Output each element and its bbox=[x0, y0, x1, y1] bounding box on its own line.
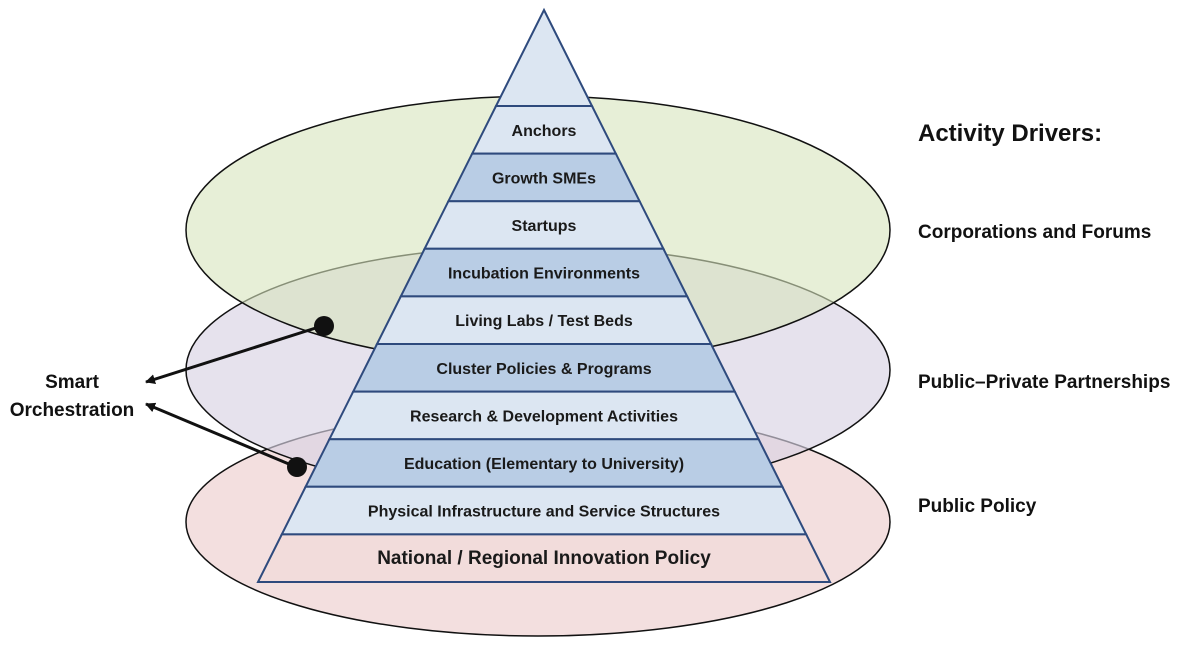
pyramid-level-label: Anchors bbox=[512, 123, 577, 140]
pyramid-level-label: Research & Development Activities bbox=[410, 408, 678, 425]
pyramid-level-label: Living Labs / Test Beds bbox=[455, 313, 633, 330]
pyramid-level-label: Startups bbox=[512, 218, 577, 235]
pyramid-level-label: Incubation Environments bbox=[448, 266, 640, 283]
pyramid-level-band bbox=[256, 533, 832, 583]
pyramid bbox=[256, 7, 832, 583]
driver-public-private-partnerships: Public–Private Partnerships bbox=[918, 372, 1170, 393]
pyramid-level-label: Physical Infrastructure and Service Stru… bbox=[368, 504, 720, 521]
smart-orchestration-label-line2: Orchestration bbox=[10, 400, 135, 421]
pyramid-level-label: Cluster Policies & Programs bbox=[436, 361, 651, 378]
pyramid-apex bbox=[494, 7, 594, 107]
pyramid-level-label: National / Regional Innovation Policy bbox=[377, 548, 711, 569]
pyramid-level-label: Education (Elementary to University) bbox=[404, 456, 684, 473]
orchestration-arrow-upper bbox=[145, 324, 323, 385]
smart-orchestration-label-line1: Smart bbox=[45, 372, 100, 393]
orchestration-arrow-lower bbox=[145, 402, 297, 469]
activity-drivers-heading: Activity Drivers: bbox=[918, 120, 1102, 147]
driver-corporations-forums: Corporations and Forums bbox=[918, 222, 1151, 243]
driver-public-policy: Public Policy bbox=[918, 496, 1037, 517]
pyramid-level-label: Growth SMEs bbox=[492, 170, 596, 187]
orchestration-dot-upper bbox=[314, 316, 334, 336]
orchestration-dot-lower bbox=[287, 457, 307, 477]
